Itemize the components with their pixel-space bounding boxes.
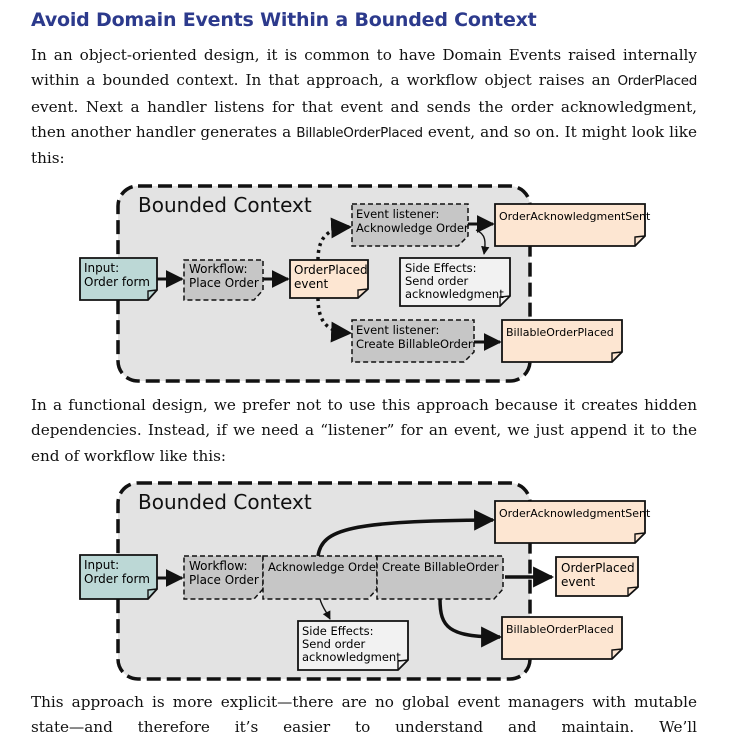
listener-billable-note: Event listener: Create BillableOrder — [351, 319, 475, 363]
output-orderplaced-note: OrderPlaced event — [555, 556, 639, 597]
output-billable-label: BillableOrderPlaced — [506, 623, 614, 636]
output-ack-sent-label: OrderAcknowledgmentSent — [499, 210, 651, 223]
paragraph-conclusion: This approach is more explicit—there are… — [31, 693, 697, 737]
paragraph-intro: In an object-oriented design, it is comm… — [31, 43, 697, 171]
output-billable-note: BillableOrderPlaced — [501, 319, 623, 363]
listener-acknowledge-note: Event listener: Acknowledge Order — [351, 203, 469, 247]
side-effects-label-1: Side Effects: — [302, 624, 374, 638]
diagram-appended-workflow: Bounded Context Input: Order form Workfl… — [79, 481, 651, 681]
side-effects-label-2: Send order — [405, 274, 469, 288]
output-billable-note: BillableOrderPlaced — [501, 616, 623, 660]
code-orderplaced: OrderPlaced — [617, 73, 697, 90]
output-billable-label: BillableOrderPlaced — [506, 326, 614, 339]
workflow-note: Workflow: Place Order — [183, 259, 264, 301]
step1-label: Acknowledge Order — [268, 560, 381, 574]
section-title: Avoid Domain Events Within a Bounded Con… — [31, 9, 537, 31]
orderplaced-event-note: OrderPlaced event — [289, 259, 369, 299]
workflow-label-1: Workflow: — [189, 262, 248, 276]
output-orderplaced-label-1: OrderPlaced — [561, 561, 635, 575]
orderplaced-label-2: event — [294, 277, 328, 291]
side-effects-label-3: acknowledgment — [405, 287, 504, 301]
step-create-billable: Create BillableOrder — [376, 555, 504, 600]
input-label-2: Order form — [84, 275, 150, 289]
paragraph-text: event. Next a handler listens for that e… — [31, 97, 697, 141]
listener1-label-1: Event listener: — [356, 207, 439, 221]
listener2-label-1: Event listener: — [356, 323, 439, 337]
side-effects-label-3: acknowledgment — [302, 650, 401, 664]
diagram1-arrows — [157, 215, 502, 351]
output-ack-sent-label: OrderAcknowledgmentSent — [499, 507, 651, 520]
input-label-1: Input: — [84, 558, 119, 572]
input-note: Input: Order form — [79, 257, 158, 301]
workflow-label-2: Place Order — [189, 276, 259, 290]
paragraph-text: In an object-oriented design, it is comm… — [31, 46, 697, 90]
diagram2-arrows — [157, 509, 555, 648]
side-effects-label-1: Side Effects: — [405, 261, 477, 275]
bounded-context-label: Bounded Context — [138, 490, 312, 514]
listener2-label-2: Create BillableOrder — [356, 337, 473, 351]
input-label-2: Order form — [84, 572, 150, 586]
input-label-1: Input: — [84, 261, 119, 275]
workflow-label-1: Workflow: — [189, 559, 248, 573]
output-ack-sent-note: OrderAcknowledgmentSent — [494, 500, 651, 544]
paragraph-text: event, and so on. It might look like thi… — [31, 122, 698, 168]
bounded-context-label: Bounded Context — [138, 193, 312, 217]
side-effects-label-2: Send order — [302, 637, 366, 651]
paragraph-functional: In a functional design, we prefer not to… — [31, 396, 697, 465]
workflow-note: Workflow: Place Order — [183, 555, 264, 600]
step2-label: Create BillableOrder — [382, 560, 499, 574]
step-acknowledge-order: Acknowledge Order — [262, 555, 381, 600]
workflow-label-2: Place Order — [189, 573, 259, 587]
side-effects-note: Side Effects: Send order acknowledgment — [399, 257, 511, 307]
diagram-event-listeners: Bounded Context Input: Order form Workfl… — [79, 184, 651, 383]
side-effects-note: Side Effects: Send order acknowledgment — [297, 620, 409, 671]
code-billableorderplaced: BillableOrderPlaced — [296, 124, 423, 141]
output-ack-sent-note: OrderAcknowledgmentSent — [494, 203, 651, 247]
input-note: Input: Order form — [79, 554, 158, 600]
output-orderplaced-label-2: event — [561, 575, 595, 589]
orderplaced-label-1: OrderPlaced — [294, 263, 368, 277]
listener1-label-2: Acknowledge Order — [356, 221, 469, 235]
